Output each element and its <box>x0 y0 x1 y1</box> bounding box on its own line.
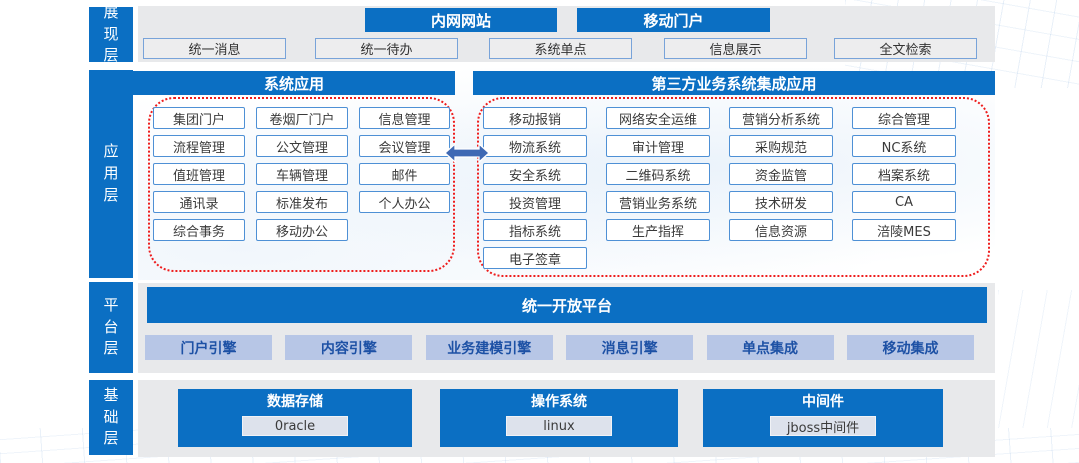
service-box-single-signon: 系统单点 <box>489 38 632 59</box>
app-box: 集团门户 <box>153 107 245 129</box>
layer-tab-presentation: 展现层 <box>89 3 133 64</box>
service-box-unified-message: 统一消息 <box>143 38 286 59</box>
app-box: 公文管理 <box>256 135 348 157</box>
grid-watermark-right <box>998 290 1079 428</box>
mobile-portal-bar: 移动门户 <box>577 8 770 32</box>
foundation-title: 操作系统 <box>531 394 587 410</box>
app-box: 邮件 <box>359 163 450 185</box>
app-box: 信息管理 <box>359 107 450 129</box>
app-box: 生产指挥 <box>606 219 710 241</box>
layer-tab-platform: 平台层 <box>89 282 133 373</box>
foundation-box-data-storage: 数据存储 0racle <box>178 389 412 447</box>
app-box: 卷烟厂门户 <box>256 107 348 129</box>
layer-tab-application: 应用层 <box>89 70 133 278</box>
foundation-title: 中间件 <box>802 394 844 410</box>
app-box: 投资管理 <box>483 191 587 213</box>
engine-button-mobile-integration: 移动集成 <box>846 335 974 360</box>
app-box: 综合管理 <box>852 107 956 129</box>
app-box: 流程管理 <box>153 135 245 157</box>
app-box: 车辆管理 <box>256 163 348 185</box>
app-box: NC系统 <box>852 135 956 157</box>
foundation-item: linux <box>506 416 612 436</box>
layer-tab-label: 应用层 <box>103 142 119 204</box>
engine-button-modeling: 业务建模引擎 <box>425 335 553 360</box>
app-box: 会议管理 <box>359 135 450 157</box>
third-party-apps-grid: 移动报销 网络安全运维 营销分析系统 综合管理 物流系统 审计管理 采购规范 N… <box>483 107 956 269</box>
app-box: 二维码系统 <box>606 163 710 185</box>
foundation-item: jboss中间件 <box>770 416 876 436</box>
app-box: CA <box>852 191 956 213</box>
app-box: 移动办公 <box>256 219 348 241</box>
service-box-info-display: 信息展示 <box>664 38 807 59</box>
app-box: 安全系统 <box>483 163 587 185</box>
app-box: 个人办公 <box>359 191 450 213</box>
engine-button-sso-integration: 单点集成 <box>706 335 834 360</box>
app-box: 采购规范 <box>729 135 833 157</box>
layer-tab-label: 平台层 <box>103 295 119 358</box>
app-box: 营销业务系统 <box>606 191 710 213</box>
system-apps-group <box>148 97 455 272</box>
intranet-website-bar: 内网网站 <box>365 8 557 32</box>
engine-button-portal: 门户引擎 <box>145 335 272 360</box>
app-box: 电子签章 <box>483 247 587 269</box>
app-box: 综合事务 <box>153 219 245 241</box>
open-platform-bar: 统一开放平台 <box>147 287 987 323</box>
foundation-item: 0racle <box>242 416 348 436</box>
app-box: 指标系统 <box>483 219 587 241</box>
foundation-title: 数据存储 <box>267 394 323 410</box>
system-apps-header: 系统应用 <box>133 71 455 95</box>
engine-button-content: 内容引擎 <box>285 335 413 360</box>
app-box: 值班管理 <box>153 163 245 185</box>
third-party-apps-group <box>477 97 990 277</box>
system-apps-grid: 集团门户 卷烟厂门户 信息管理 流程管理 公文管理 会议管理 值班管理 车辆管理… <box>153 107 450 241</box>
foundation-box-operating-system: 操作系统 linux <box>440 389 678 447</box>
app-box: 审计管理 <box>606 135 710 157</box>
sync-arrow-icon <box>444 142 490 164</box>
app-box: 技术研发 <box>729 191 833 213</box>
service-box-fulltext-search: 全文检索 <box>834 38 977 59</box>
app-box: 营销分析系统 <box>729 107 833 129</box>
layer-tab-label: 基础层 <box>103 385 119 448</box>
engine-button-message: 消息引擎 <box>566 335 694 360</box>
app-box: 资金监管 <box>729 163 833 185</box>
third-party-apps-header: 第三方业务系统集成应用 <box>473 71 995 95</box>
app-box: 移动报销 <box>483 107 587 129</box>
engine-row: 门户引擎 内容引擎 业务建模引擎 消息引擎 单点集成 移动集成 <box>145 335 974 360</box>
service-box-unified-todo: 统一待办 <box>315 38 458 59</box>
app-box: 信息资源 <box>729 219 833 241</box>
app-box: 物流系统 <box>483 135 587 157</box>
foundation-box-middleware: 中间件 jboss中间件 <box>703 389 943 447</box>
layer-tab-label: 展现层 <box>103 2 119 65</box>
app-box: 通讯录 <box>153 191 245 213</box>
app-box: 网络安全运维 <box>606 107 710 129</box>
app-box: 标准发布 <box>256 191 348 213</box>
layer-tab-foundation: 基础层 <box>89 380 133 455</box>
presentation-layer-panel: 内网网站 移动门户 统一消息 统一待办 系统单点 信息展示 全文检索 <box>138 6 995 62</box>
app-box: 涪陵MES <box>852 219 956 241</box>
app-box: 档案系统 <box>852 163 956 185</box>
